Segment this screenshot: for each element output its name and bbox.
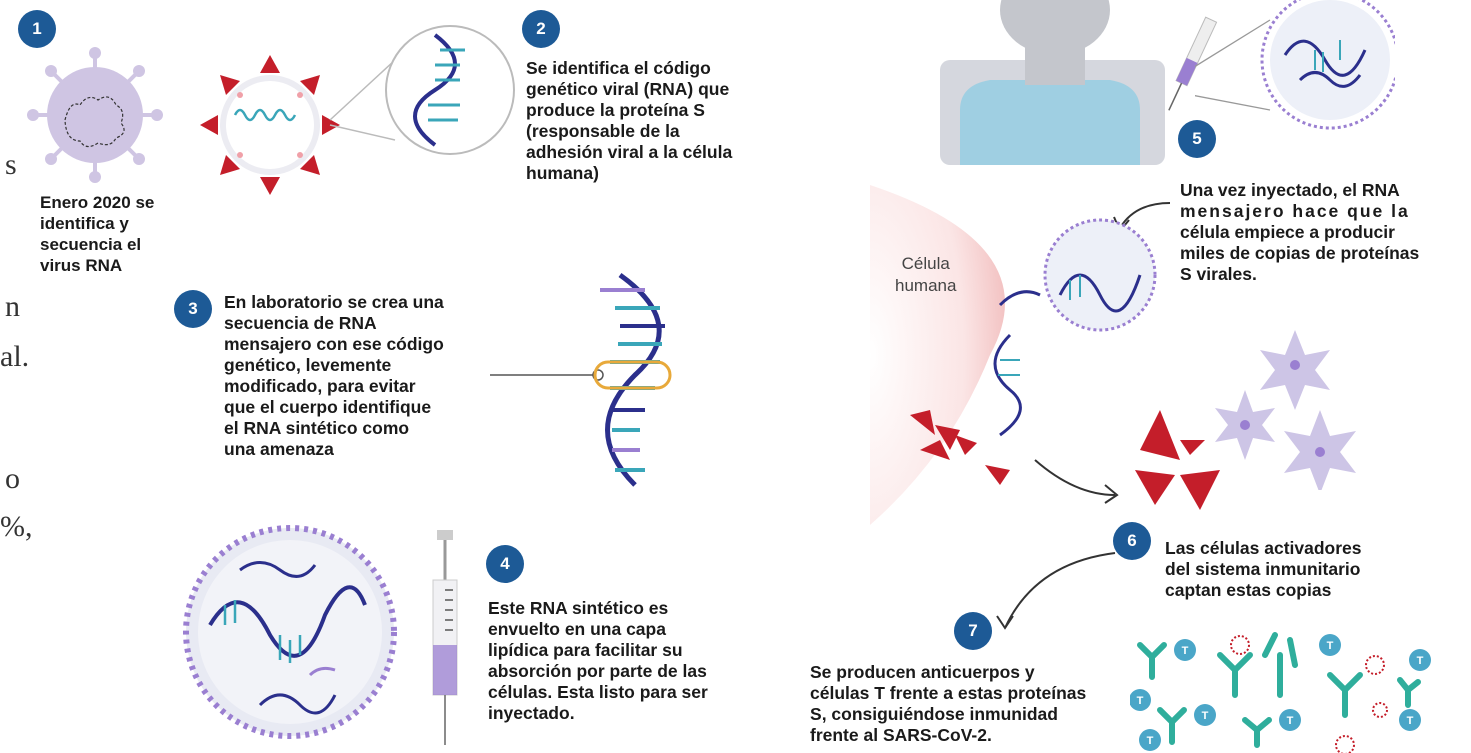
person-silhouette bbox=[940, 0, 1165, 165]
antibodies-and-t-cells: T T T T T T T T bbox=[1130, 632, 1431, 753]
rna-circle-zoom bbox=[1195, 0, 1395, 130]
human-cell bbox=[870, 185, 1157, 525]
modified-rna-strand bbox=[490, 272, 672, 487]
t-cell-label: T bbox=[1327, 640, 1334, 652]
t-cell-label: T bbox=[1147, 735, 1154, 747]
coronavirus-icon bbox=[27, 47, 163, 183]
dendritic-cells bbox=[1215, 330, 1356, 490]
margin-fragment-4: o bbox=[5, 462, 20, 495]
t-cell-label: T bbox=[1202, 710, 1209, 722]
step-7-badge: 7 bbox=[954, 612, 992, 650]
margin-fragment-2: n bbox=[5, 290, 20, 323]
step-6-badge: 6 bbox=[1113, 522, 1151, 560]
syringe-injection-icon bbox=[1168, 16, 1218, 111]
cell-label: Célula humana bbox=[895, 254, 957, 295]
arrow-to-step-7 bbox=[996, 552, 1116, 630]
step-4-text: Este RNA sintético es envuelto en una ca… bbox=[488, 598, 708, 723]
t-cell-label: T bbox=[1417, 655, 1424, 667]
step-5-badge: 5 bbox=[1178, 120, 1216, 158]
t-cell-label: T bbox=[1137, 695, 1144, 707]
arrow-to-proteins bbox=[1034, 459, 1119, 504]
t-cell-label: T bbox=[1287, 715, 1294, 727]
rna-zoom-circle bbox=[385, 25, 515, 155]
t-cell-label: T bbox=[1182, 645, 1189, 657]
step-2-text: Se identifica el código genético viral (… bbox=[526, 58, 733, 183]
step-5-text: Una vez inyectado, el RNA mensajero hace… bbox=[1180, 180, 1420, 284]
lipid-nanoparticle bbox=[183, 525, 397, 739]
step-1-badge: 1 bbox=[18, 10, 56, 48]
spiked-virus-icon bbox=[200, 55, 340, 195]
step-3-badge: 3 bbox=[174, 290, 212, 328]
step-7-text: Se producen anticuerpos y células T fren… bbox=[810, 662, 1087, 745]
syringe-icon bbox=[432, 530, 458, 745]
margin-fragment-3: al. bbox=[0, 340, 30, 373]
step-2-badge: 2 bbox=[522, 10, 560, 48]
t-cell-label: T bbox=[1407, 715, 1414, 727]
step-3-text: En laboratorio se crea una secuencia de … bbox=[224, 292, 444, 459]
margin-fragment-1: s bbox=[5, 148, 17, 181]
step-1-text: Enero 2020 se identifica y secuencia el … bbox=[40, 193, 155, 275]
step-4-badge: 4 bbox=[486, 545, 524, 583]
spike-proteins bbox=[1135, 410, 1220, 510]
margin-fragment-5: %, bbox=[0, 510, 33, 543]
zoom-lines bbox=[329, 59, 396, 141]
step-6-text: Las células activadores del sistema inmu… bbox=[1165, 538, 1362, 600]
